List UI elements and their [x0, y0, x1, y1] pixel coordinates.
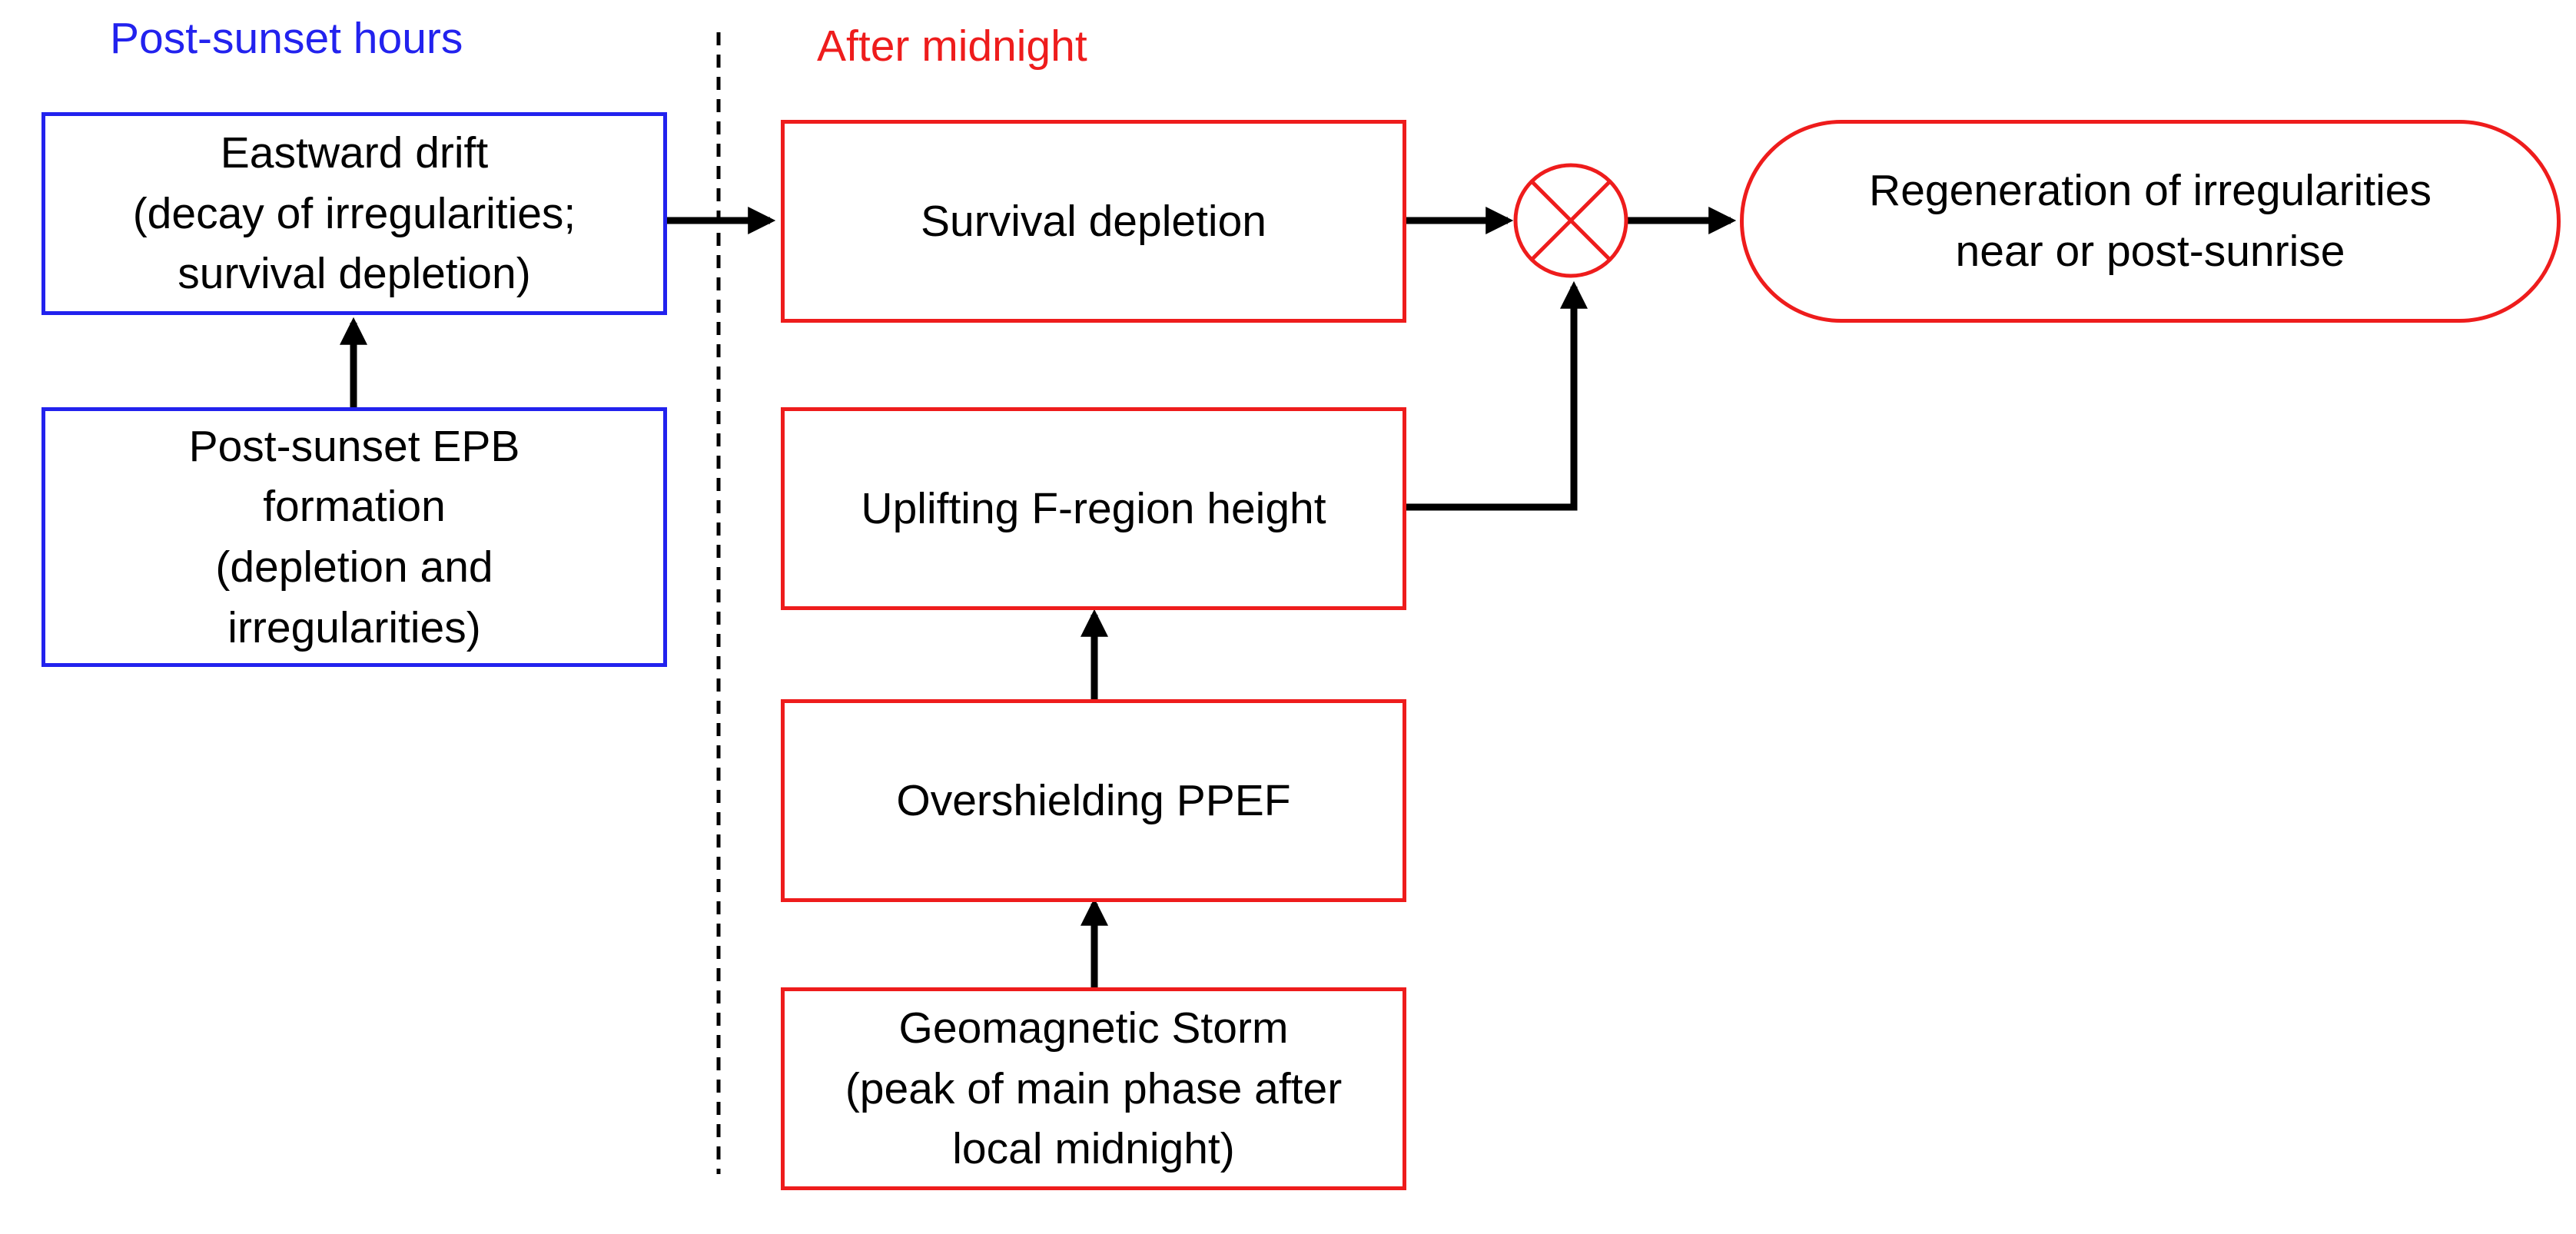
overshielding-box: Overshielding PPEF	[781, 699, 1406, 902]
box-line: Regeneration of irregularities	[1869, 166, 2432, 216]
geomagnetic-storm-box: Geomagnetic Storm (peak of main phase af…	[781, 987, 1406, 1190]
box-line: Eastward drift	[220, 128, 489, 178]
survival-depletion-box: Survival depletion	[781, 120, 1406, 323]
after-midnight-heading: After midnight	[817, 22, 1087, 71]
box-line: Overshielding PPEF	[896, 775, 1291, 825]
box-line: Survival depletion	[921, 196, 1266, 246]
box-line: (decay of irregularities;	[132, 188, 576, 238]
box-line: Geomagnetic Storm	[898, 1003, 1289, 1053]
regeneration-box: Regeneration of irregularities near or p…	[1740, 120, 2561, 323]
eastward-drift-box: Eastward drift (decay of irregularities;…	[41, 112, 667, 315]
box-line: local midnight)	[952, 1124, 1235, 1174]
arrow-uplift-to-combiner	[1406, 280, 1588, 511]
box-line: irregularities)	[227, 602, 481, 652]
box-line: (depletion and	[215, 542, 493, 592]
box-line: near or post-sunrise	[1955, 227, 2345, 276]
box-line: survival depletion)	[178, 249, 531, 299]
box-line: formation	[263, 482, 446, 532]
circle-x-icon	[1513, 163, 1628, 278]
epb-formation-box: Post-sunset EPB formation (depletion and…	[41, 407, 667, 667]
box-line: Post-sunset EPB	[188, 421, 520, 471]
post-sunset-heading: Post-sunset hours	[110, 14, 463, 63]
uplifting-box: Uplifting F-region height	[781, 407, 1406, 610]
box-line: (peak of main phase after	[845, 1063, 1343, 1113]
box-line: Uplifting F-region height	[861, 483, 1326, 533]
